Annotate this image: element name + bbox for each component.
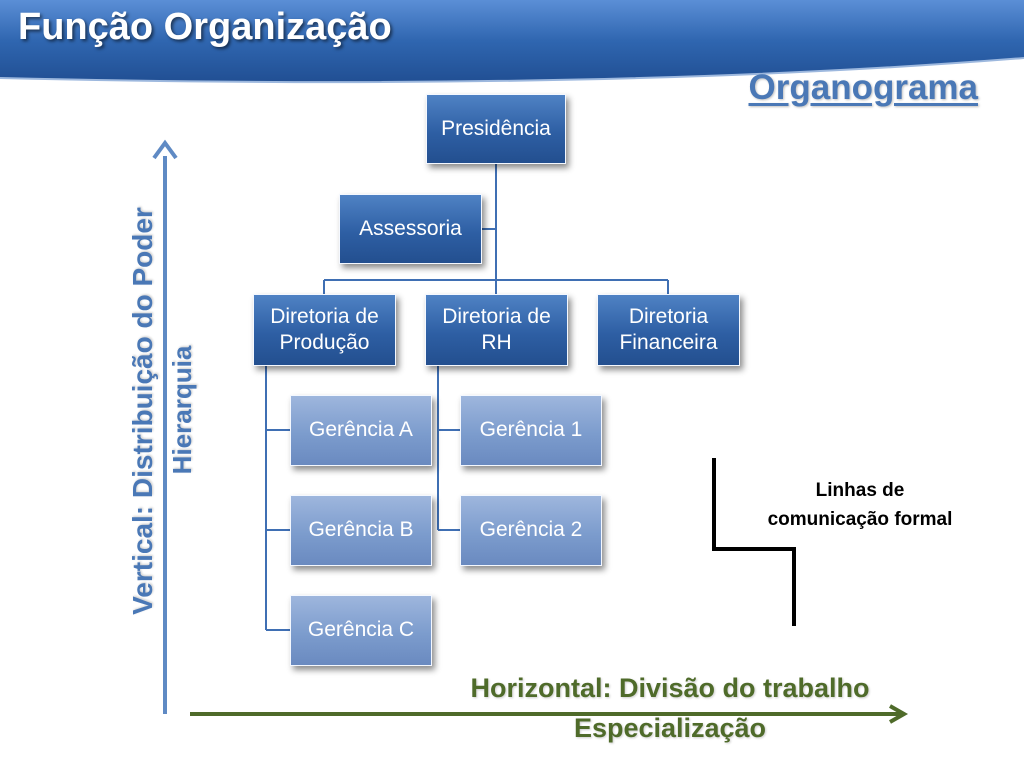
box-gerencia-2-label: Gerência 2 — [479, 518, 583, 542]
box-presidencia: Presidência — [426, 94, 566, 164]
formal-communication-line — [712, 458, 796, 626]
box-diretoria-producao: Diretoria de Produção — [253, 294, 396, 366]
box-gerencia-1: Gerência 1 — [460, 395, 602, 466]
subtitle-organograma: Organograma — [748, 68, 979, 107]
box-diretoria-rh: Diretoria de RH — [425, 294, 568, 366]
box-diretoria-financeira: Diretoria Financeira — [597, 294, 740, 366]
box-gerencia-a: Gerência A — [290, 395, 432, 466]
box-diretoria-financeira-label: Diretoria Financeira — [619, 304, 718, 354]
legend-line-2: comunicação formal — [767, 509, 953, 531]
box-assessoria: Assessoria — [339, 194, 482, 264]
box-gerencia-c: Gerência C — [290, 595, 432, 666]
box-diretoria-rh-label: Diretoria de RH — [442, 304, 551, 354]
box-gerencia-c-label: Gerência C — [307, 618, 415, 642]
vertical-axis-arrow — [152, 139, 178, 714]
box-gerencia-1-label: Gerência 1 — [479, 418, 583, 442]
vertical-axis-sublabel: Hierarquia — [167, 345, 197, 475]
header-shape — [0, 0, 1024, 84]
page-title: Função Organização — [18, 6, 392, 48]
box-gerencia-b-label: Gerência B — [308, 518, 414, 542]
vertical-axis-label: Vertical: Distribuição do Poder — [127, 207, 158, 615]
box-gerencia-a-label: Gerência A — [309, 418, 413, 442]
box-assessoria-label: Assessoria — [359, 216, 462, 240]
legend-line-1: Linhas de — [815, 480, 905, 501]
legend-text: Linhas de comunicação formal — [740, 476, 980, 535]
box-presidencia-label: Presidência — [441, 116, 551, 140]
box-gerencia-2: Gerência 2 — [460, 495, 602, 566]
box-diretoria-producao-label: Diretoria de Produção — [270, 304, 379, 354]
horizontal-axis-sublabel: Especialização — [573, 713, 767, 743]
horizontal-axis-label: Horizontal: Divisão do trabalho — [470, 673, 870, 703]
box-gerencia-b: Gerência B — [290, 495, 432, 566]
header-band: Função Organização — [0, 0, 1024, 88]
horizontal-axis-arrow — [190, 704, 909, 724]
